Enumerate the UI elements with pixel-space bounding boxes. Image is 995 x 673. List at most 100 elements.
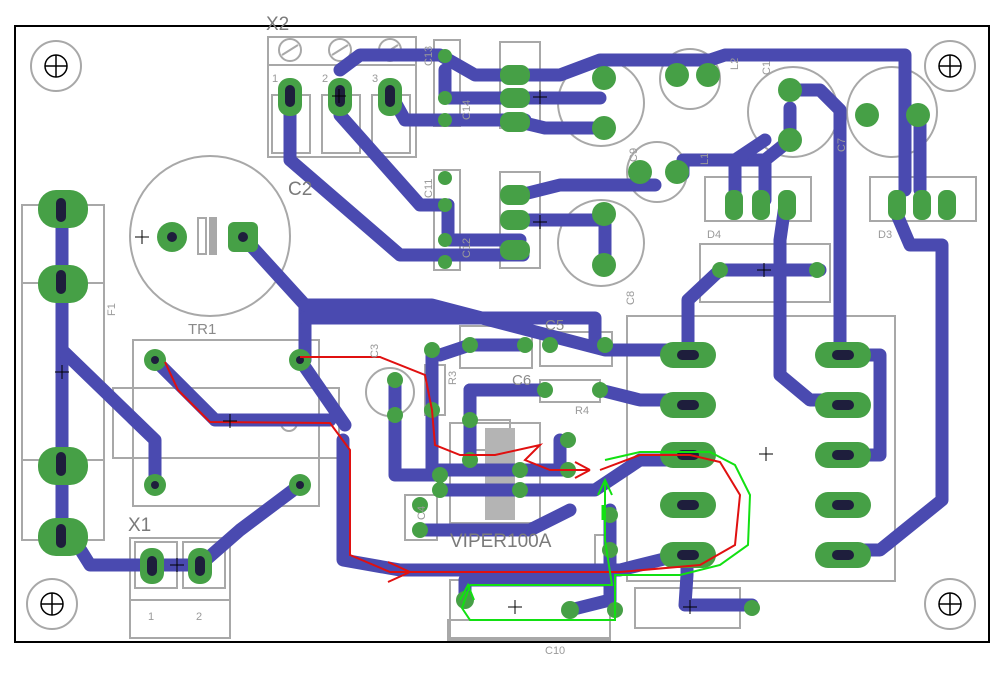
label-viper: VIPER100A bbox=[450, 531, 552, 552]
label-f1: F1 bbox=[106, 303, 118, 316]
label-x2-pin2: 2 bbox=[322, 73, 328, 85]
pad-d3-1 bbox=[888, 190, 906, 220]
pad-c3-b bbox=[387, 407, 403, 423]
pad-c13-a bbox=[438, 49, 452, 63]
pad-diode-a bbox=[462, 412, 478, 428]
label-c9: C9 bbox=[628, 148, 640, 162]
label-c6: C6 bbox=[512, 372, 531, 389]
label-c8: C8 bbox=[625, 291, 637, 305]
mounting-hole-top-left bbox=[30, 40, 82, 92]
pad-l1-a bbox=[628, 160, 652, 184]
label-c7: C7 bbox=[836, 138, 848, 152]
trace-cap-side-2 bbox=[681, 263, 727, 362]
pad-c3-a bbox=[387, 372, 403, 388]
trace-x2-1 bbox=[283, 86, 530, 262]
trace-c2-tr1 bbox=[236, 230, 312, 367]
pad-reg-top-2 bbox=[500, 88, 530, 108]
pad-c14-a bbox=[438, 91, 452, 105]
label-c12: C12 bbox=[461, 238, 473, 258]
trace-l1 bbox=[676, 153, 772, 207]
pad-l1-b bbox=[665, 160, 689, 184]
trace-f1-tr1 bbox=[55, 278, 162, 492]
pad-c4-a bbox=[412, 497, 428, 513]
d4-outline bbox=[704, 176, 812, 222]
label-c3: C3 bbox=[369, 344, 381, 358]
label-r3: R3 bbox=[447, 371, 459, 385]
pad-l2-b bbox=[696, 63, 720, 87]
label-c14: C14 bbox=[461, 100, 473, 120]
component-labels: X2 1 2 3 C2 TR1 F1 X1 1 2 C5 C6 R3 R4 C3… bbox=[106, 14, 892, 657]
pad-c5-b bbox=[597, 337, 613, 353]
trace-d3-mod bbox=[833, 203, 949, 557]
pad-c11-b bbox=[438, 198, 452, 212]
label-x1: X1 bbox=[128, 515, 151, 536]
pad-c11-a bbox=[438, 171, 452, 185]
pad-reg-mid-2 bbox=[500, 210, 530, 230]
pad-c7-a bbox=[855, 103, 879, 127]
label-d3: D3 bbox=[878, 229, 892, 241]
pad-d4-3 bbox=[778, 190, 796, 220]
pad-zener-b bbox=[602, 542, 618, 558]
pad-c5a-a bbox=[462, 337, 478, 353]
pad-reg-mid-3 bbox=[500, 240, 530, 260]
pad-c4-b bbox=[412, 522, 428, 538]
drill-holes bbox=[56, 85, 854, 576]
trace-hv-bus-2 bbox=[298, 311, 602, 352]
pad-viper-drain bbox=[560, 432, 576, 448]
c11-c12-outline bbox=[433, 169, 461, 271]
pad-c8-a bbox=[592, 202, 616, 226]
mounting-hole-bottom-right bbox=[924, 578, 976, 630]
pad-c8-b bbox=[592, 253, 616, 277]
c-side-outline bbox=[699, 243, 831, 303]
pad-c1-a bbox=[778, 78, 802, 102]
pad-reg-top-3 bbox=[500, 112, 530, 132]
label-c4: C4 bbox=[416, 506, 428, 520]
label-c11: C11 bbox=[423, 179, 435, 198]
pad-c14-b bbox=[438, 113, 452, 127]
pad-c5-a bbox=[542, 337, 558, 353]
trace-tr1-viper bbox=[336, 433, 687, 577]
pad-r4-a bbox=[537, 382, 553, 398]
label-x2-pin1: 1 bbox=[272, 73, 278, 85]
label-r4: R4 bbox=[575, 405, 589, 417]
mounting-hole-bottom-left bbox=[26, 578, 78, 630]
pad-r4-b bbox=[592, 382, 608, 398]
pad-c12-a bbox=[438, 233, 452, 247]
pad-viper-4 bbox=[512, 482, 528, 498]
pad-d3-3 bbox=[938, 190, 956, 220]
label-l2: L2 bbox=[729, 58, 741, 70]
annotation-paths bbox=[164, 356, 752, 621]
trace-tr1-prim bbox=[148, 353, 337, 427]
pad-c1-b bbox=[778, 128, 802, 152]
red-current-path-lower bbox=[164, 361, 742, 573]
pad-c10-b bbox=[561, 601, 579, 619]
l2-outline bbox=[659, 48, 721, 110]
label-x2-pin3: 3 bbox=[372, 73, 378, 85]
c2-outline bbox=[129, 155, 291, 317]
label-x1-pin1: 1 bbox=[148, 611, 154, 623]
pad-viper-1 bbox=[432, 467, 448, 483]
pad-r-bottom-b bbox=[744, 600, 760, 616]
pad-reg-top-1 bbox=[500, 65, 530, 85]
c8-outline bbox=[557, 199, 645, 287]
pad-cap1-b bbox=[592, 116, 616, 140]
green-current-path bbox=[460, 451, 752, 621]
pad-r3-a bbox=[424, 342, 440, 358]
label-c5: C5 bbox=[545, 317, 564, 334]
pad-cside-a bbox=[712, 262, 728, 278]
label-c1: C1 bbox=[761, 61, 773, 75]
label-x2: X2 bbox=[266, 14, 289, 35]
pad-viper-2 bbox=[432, 482, 448, 498]
trace-hv-bus bbox=[298, 298, 687, 357]
pad-l2-a bbox=[665, 63, 689, 87]
label-x1-pin2: 2 bbox=[196, 611, 202, 623]
trace-c10-top bbox=[458, 573, 617, 607]
pad-cap1-a bbox=[592, 66, 616, 90]
pad-c5a-b bbox=[517, 337, 533, 353]
pad-d3-2 bbox=[913, 190, 931, 220]
label-c13: C13 bbox=[423, 46, 435, 66]
pad-d4-1 bbox=[725, 190, 743, 220]
mounting-hole-top-right bbox=[924, 40, 976, 92]
